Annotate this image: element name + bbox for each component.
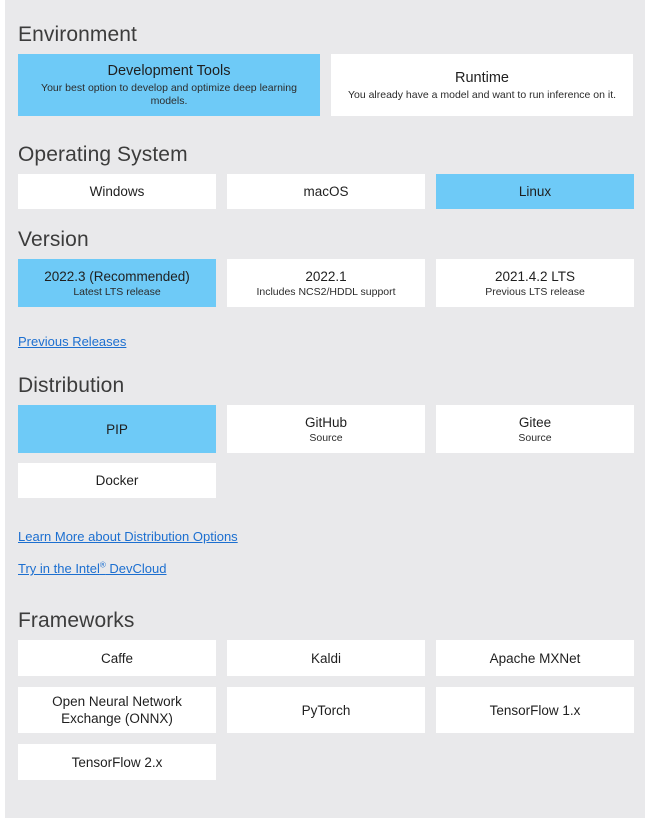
- option-label: Windows: [89, 184, 145, 199]
- operating-system-options: Windows macOS Linux: [5, 174, 645, 209]
- option-linux[interactable]: Linux: [436, 174, 634, 209]
- option-label: Gitee: [518, 414, 552, 430]
- devcloud-row: Try in the Intel® DevCloud: [5, 560, 645, 578]
- option-label: Linux: [518, 184, 552, 199]
- link-learn-more-distribution-options[interactable]: Learn More about Distribution Options: [18, 529, 238, 544]
- section-title-version: Version: [18, 228, 89, 251]
- option-runtime[interactable]: Runtime You already have a model and wan…: [331, 54, 633, 116]
- spacer: [5, 351, 645, 373]
- option-pytorch[interactable]: PyTorch: [227, 687, 425, 733]
- option-onnx[interactable]: Open Neural Network Exchange (ONNX): [18, 687, 216, 733]
- section-operating-system: Operating System Windows macOS Linux: [5, 142, 645, 209]
- distribution-options-row2: Docker: [5, 463, 645, 498]
- spacer: [5, 116, 645, 142]
- option-label: Open Neural Network Exchange (ONNX): [52, 694, 182, 726]
- previous-releases-row: Previous Releases: [5, 333, 645, 351]
- link-previous-releases[interactable]: Previous Releases: [18, 334, 127, 349]
- download-selector-panel: Environment Development Tools Your best …: [5, 0, 645, 818]
- devcloud-prefix: Try in the Intel: [18, 561, 100, 576]
- devcloud-suffix: DevCloud: [105, 561, 167, 576]
- spacer: [5, 453, 645, 463]
- option-label: Caffe: [100, 650, 134, 666]
- option-label: TensorFlow 2.x: [71, 754, 163, 770]
- option-caffe[interactable]: Caffe: [18, 640, 216, 676]
- spacer: [5, 546, 645, 560]
- option-sublabel: You already have a model and want to run…: [347, 88, 617, 101]
- option-label: PIP: [106, 421, 128, 437]
- option-label: TensorFlow 1.x: [489, 702, 581, 718]
- option-label: Runtime: [455, 69, 509, 86]
- option-tensorflow-1x[interactable]: TensorFlow 1.x: [436, 687, 634, 733]
- option-github[interactable]: GitHub Source: [227, 405, 425, 453]
- section-environment: Environment Development Tools Your best …: [5, 22, 645, 116]
- option-label: Development Tools: [107, 63, 231, 79]
- option-label: PyTorch: [301, 702, 351, 718]
- option-sublabel: Source: [309, 431, 343, 444]
- section-title-environment: Environment: [18, 23, 137, 46]
- section-title-operating-system: Operating System: [18, 143, 188, 166]
- option-gitee[interactable]: Gitee Source: [436, 405, 634, 453]
- option-apache-mxnet[interactable]: Apache MXNet: [436, 640, 634, 676]
- option-docker[interactable]: Docker: [18, 463, 216, 498]
- option-tensorflow-2x[interactable]: TensorFlow 2.x: [18, 744, 216, 780]
- option-sublabel: Latest LTS release: [73, 285, 161, 298]
- option-sublabel: Previous LTS release: [485, 285, 585, 298]
- registered-trademark-icon: ®: [99, 560, 106, 570]
- option-kaldi[interactable]: Kaldi: [227, 640, 425, 676]
- option-development-tools[interactable]: Development Tools Your best option to de…: [18, 54, 320, 116]
- option-label: 2022.1: [305, 268, 347, 284]
- option-label: Apache MXNet: [489, 650, 581, 666]
- option-macos[interactable]: macOS: [227, 174, 425, 209]
- option-sublabel: Includes NCS2/HDDL support: [256, 285, 396, 298]
- section-frameworks: Frameworks Caffe Kaldi Apache MXNet Open…: [5, 608, 645, 780]
- option-pip[interactable]: PIP: [18, 405, 216, 453]
- option-label: Docker: [95, 473, 139, 488]
- link-try-intel-devcloud[interactable]: Try in the Intel® DevCloud: [18, 561, 167, 576]
- spacer: [5, 498, 645, 528]
- top-spacer: [5, 0, 645, 22]
- spacer: [5, 578, 645, 608]
- environment-options: Development Tools Your best option to de…: [5, 54, 645, 116]
- distribution-options: PIP GitHub Source Gitee Source: [5, 405, 645, 453]
- option-2022-1[interactable]: 2022.1 Includes NCS2/HDDL support: [227, 259, 425, 307]
- spacer: [5, 307, 645, 333]
- option-label: Kaldi: [310, 650, 342, 666]
- option-sublabel: Your best option to develop and optimize…: [41, 82, 297, 107]
- option-label: GitHub: [304, 414, 348, 430]
- version-options: 2022.3 (Recommended) Latest LTS release …: [5, 259, 645, 307]
- spacer: [5, 209, 645, 227]
- option-windows[interactable]: Windows: [18, 174, 216, 209]
- section-title-frameworks: Frameworks: [18, 609, 135, 632]
- option-sublabel: Source: [518, 431, 552, 444]
- option-label: 2021.4.2 LTS: [494, 268, 576, 284]
- option-label: macOS: [303, 184, 349, 199]
- option-label: 2022.3 (Recommended): [44, 268, 190, 284]
- option-2022-3-recommended[interactable]: 2022.3 (Recommended) Latest LTS release: [18, 259, 216, 307]
- option-2021-4-2-lts[interactable]: 2021.4.2 LTS Previous LTS release: [436, 259, 634, 307]
- section-distribution: Distribution PIP GitHub Source Gitee Sou…: [5, 373, 645, 498]
- section-title-distribution: Distribution: [18, 374, 125, 397]
- learn-more-row: Learn More about Distribution Options: [5, 528, 645, 546]
- section-version: Version 2022.3 (Recommended) Latest LTS …: [5, 227, 645, 307]
- frameworks-options: Caffe Kaldi Apache MXNet Open Neural Net…: [5, 640, 645, 780]
